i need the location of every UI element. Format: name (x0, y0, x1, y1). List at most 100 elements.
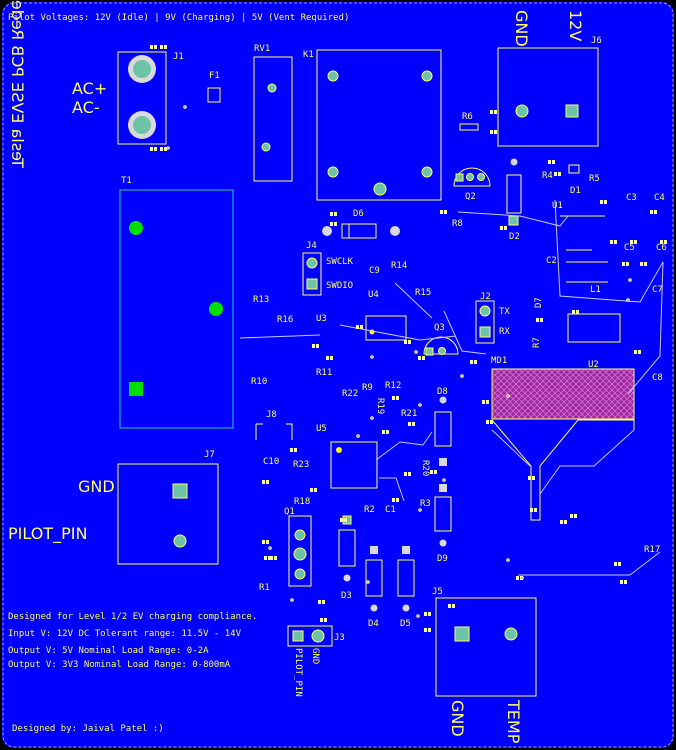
label-gnd-j7: GND (78, 477, 115, 496)
label-ac-plus: AC+ (72, 79, 107, 98)
relay-k1[interactable] (316, 49, 442, 201)
smd-pad (620, 580, 623, 584)
smd-pad (424, 612, 427, 616)
designator-r7: R7 (532, 337, 542, 348)
header-j3[interactable] (287, 625, 333, 647)
note-designer: Designed by: Jaival Patel :) (12, 724, 164, 734)
designator-d9: D9 (437, 554, 448, 564)
via (356, 434, 360, 438)
diode-d9[interactable] (434, 484, 452, 547)
designator-r20: R20 (420, 460, 430, 476)
smd-pad (638, 350, 641, 354)
designator-j2: J2 (480, 292, 491, 302)
connector-j6[interactable] (497, 47, 599, 147)
header-j4-swd[interactable] (302, 252, 322, 296)
transformer-t1[interactable] (119, 189, 234, 429)
smd-pad (160, 147, 163, 151)
smd-pad (528, 476, 531, 480)
designator-d1: D1 (570, 186, 581, 196)
designator-r4: R4 (542, 171, 553, 181)
designator-r22: R22 (342, 389, 358, 399)
designator-j3: J3 (334, 633, 345, 643)
smd-pad (452, 604, 455, 608)
smd-pad (266, 480, 269, 484)
designator-r10: R10 (251, 377, 267, 387)
header-j2-uart[interactable] (475, 300, 495, 344)
inductor-l1[interactable] (566, 261, 608, 283)
smd-pad (490, 420, 493, 424)
note-output-5v: Output V: 5V Nominal Load Range: 0-2A (8, 646, 209, 656)
designator-q3: Q3 (434, 323, 445, 333)
smd-pad (334, 212, 337, 216)
smd-pad (532, 476, 535, 480)
smd-pad (614, 562, 617, 566)
varistor-rv1[interactable] (253, 56, 293, 182)
via (166, 146, 170, 150)
smd-pad (294, 448, 297, 452)
smd-pad (530, 508, 533, 512)
smd-pad (164, 147, 167, 151)
designator-d4: D4 (368, 619, 379, 629)
smd-pad (504, 226, 507, 230)
designator-d7: D7 (534, 297, 544, 308)
smd-pad (360, 325, 363, 329)
smd-pad (324, 618, 327, 622)
designator-d6: D6 (353, 209, 364, 219)
smd-pad (624, 580, 627, 584)
smd-pad (396, 396, 399, 400)
smd-pad (640, 262, 643, 266)
designator-r8: R8 (452, 219, 463, 229)
smd-pad (604, 200, 607, 204)
designator-c6: C6 (656, 243, 667, 253)
transistor-q2[interactable] (453, 167, 491, 187)
ic-u5[interactable] (330, 441, 378, 489)
diode-d7[interactable] (567, 313, 621, 343)
smd-pad (664, 240, 667, 244)
designator-f1: F1 (209, 71, 220, 81)
smd-pad (262, 480, 265, 484)
via (290, 598, 294, 602)
designator-j1: J1 (173, 52, 184, 62)
smd-pad (392, 498, 395, 502)
resistor-r6[interactable] (459, 123, 479, 131)
diode-d5[interactable] (397, 546, 415, 612)
connector-j1[interactable] (117, 51, 167, 145)
connector-j5[interactable] (435, 597, 537, 697)
via (370, 416, 374, 420)
label-gnd-j3: GND (310, 648, 320, 664)
smd-pad (644, 262, 647, 266)
label-pilot-pin-j7: PILOT_PIN (8, 524, 87, 544)
note-input-voltage: Input V: 12V DC Tolerant range: 11.5V - … (8, 629, 242, 639)
module-md1[interactable] (491, 368, 635, 521)
via (506, 558, 510, 562)
designator-c4: C4 (654, 193, 665, 203)
smd-pad (494, 110, 497, 114)
via (460, 374, 464, 378)
designator-r23: R23 (293, 460, 309, 470)
designator-r13: R13 (253, 295, 269, 305)
via (520, 576, 524, 580)
via (628, 278, 632, 282)
diode-d6[interactable] (322, 223, 400, 239)
designator-r5: R5 (589, 174, 600, 184)
designator-c3: C3 (626, 193, 637, 203)
smd-pad (266, 540, 269, 544)
header-j8[interactable] (255, 423, 293, 440)
smd-pad (334, 222, 337, 226)
smd-pad (408, 340, 411, 344)
smd-pad (408, 422, 411, 426)
label-rx: RX (499, 327, 510, 337)
smd-pad (382, 430, 385, 434)
transistor-q1[interactable] (288, 515, 312, 587)
diode-d8[interactable] (434, 396, 452, 467)
connector-j7[interactable] (117, 463, 219, 565)
smd-pad (618, 562, 621, 566)
smd-pad (564, 520, 567, 524)
resistor-r4[interactable] (568, 164, 580, 174)
smd-pad (626, 262, 629, 266)
designator-d8: D8 (437, 387, 448, 397)
fuse-f1[interactable] (207, 87, 221, 103)
diode-d4[interactable] (365, 546, 383, 612)
